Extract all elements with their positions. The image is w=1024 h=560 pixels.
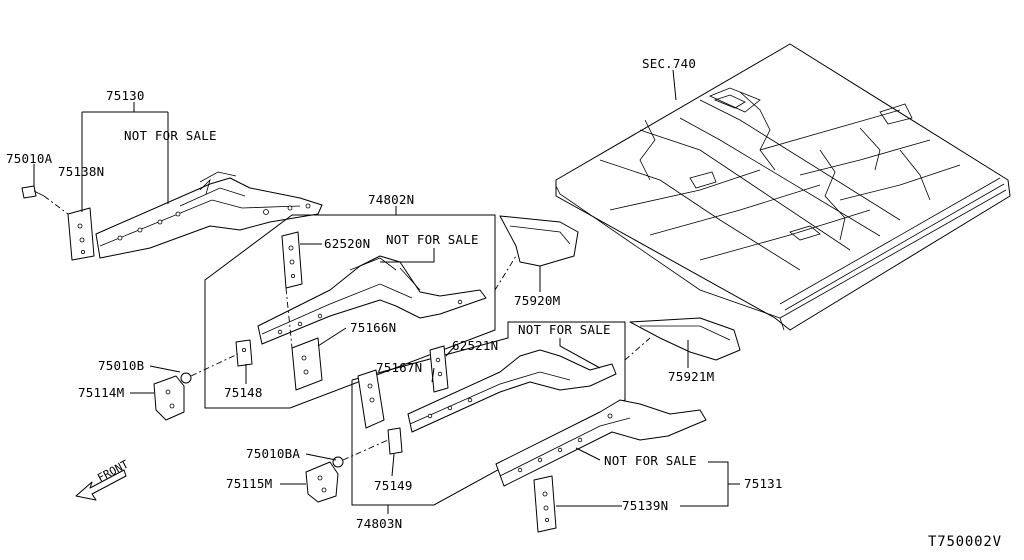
label-75010B: 75010B	[98, 358, 144, 373]
floor-panel-drawing	[555, 43, 1011, 331]
label-75921M: 75921M	[668, 369, 714, 384]
label-not-for-sale-mid: NOT FOR SALE	[386, 232, 479, 247]
side-member-75130-drawing	[21, 171, 323, 261]
label-not-for-sale-top: NOT FOR SALE	[124, 128, 217, 143]
label-not-for-sale-lower: NOT FOR SALE	[518, 322, 611, 337]
label-75130: 75130	[106, 88, 145, 103]
label-75138N: 75138N	[58, 164, 104, 179]
label-75167N: 75167N	[376, 360, 422, 375]
label-diagram-id: T750002V	[928, 534, 1002, 550]
bracket-75114M-drawing	[153, 353, 239, 421]
label-74803N: 74803N	[356, 516, 402, 531]
label-75148: 75148	[224, 385, 263, 400]
label-75010A: 75010A	[6, 151, 53, 166]
labels: SEC.740 75130 NOT FOR SALE 75010A 75138N…	[6, 56, 1002, 550]
label-62521N: 62521N	[452, 338, 498, 353]
front-arrow	[75, 469, 127, 501]
inner-assembly-74802N-drawing	[204, 214, 579, 409]
label-75149: 75149	[374, 478, 413, 493]
label-75114M: 75114M	[78, 385, 124, 400]
label-75166N: 75166N	[350, 320, 396, 335]
label-75139N: 75139N	[622, 498, 668, 513]
side-member-75131-drawing	[495, 399, 707, 533]
label-75010BA: 75010BA	[246, 446, 300, 461]
leader-lines	[33, 69, 740, 514]
label-74802N: 74802N	[368, 192, 414, 207]
label-not-for-sale-bottom: NOT FOR SALE	[604, 453, 697, 468]
bracket-75115M-drawing	[305, 439, 389, 503]
label-62520N: 62520N	[324, 236, 370, 251]
label-75115M: 75115M	[226, 476, 272, 491]
inner-assembly-74803N-drawing	[351, 317, 741, 506]
label-75920M: 75920M	[514, 293, 560, 308]
label-75131: 75131	[744, 476, 783, 491]
label-sec740: SEC.740	[642, 56, 696, 71]
